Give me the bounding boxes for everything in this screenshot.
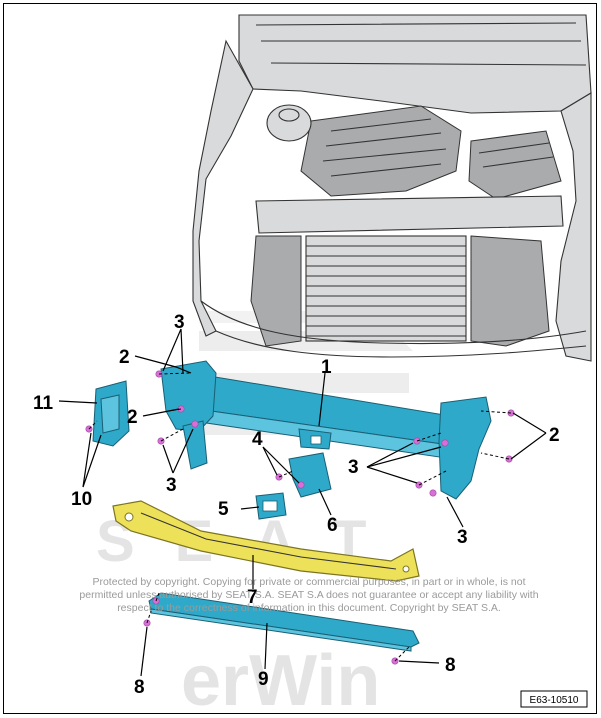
callout-6: 6	[327, 515, 338, 536]
callout-2: 2	[549, 425, 560, 446]
figure-id: E63-10510	[530, 695, 579, 706]
callout-labels: 1 2 2 2 3 3 3 3 4 5 6 7 8 8 9 10 11	[33, 312, 560, 698]
callout-3: 3	[348, 457, 359, 478]
callout-7: 7	[247, 587, 258, 608]
callout-4: 4	[252, 429, 263, 450]
carrier-left-leg	[182, 420, 208, 470]
callout-8: 8	[134, 677, 145, 698]
left-fender	[192, 39, 254, 337]
callout-8: 8	[445, 655, 456, 676]
impact-absorber-part	[112, 500, 420, 582]
callout-2: 2	[127, 407, 138, 428]
erwin-watermark: erWin	[181, 641, 380, 714]
copyright-line-3: respect to the correctness of informatio…	[117, 602, 501, 614]
copyright-line-1: Protected by copyright. Copying for priv…	[92, 576, 525, 588]
bolt	[297, 481, 305, 489]
retaining-clip-part	[255, 492, 287, 520]
bolt	[429, 489, 437, 497]
right-headlight-mount	[470, 235, 550, 347]
bumper-carrier-part	[160, 360, 492, 500]
engine-cover	[300, 105, 462, 197]
bolt	[441, 439, 449, 447]
callout-3: 3	[174, 312, 185, 333]
callout-3: 3	[166, 475, 177, 496]
callout-11: 11	[33, 393, 54, 414]
vehicle-front-illustration	[192, 14, 592, 362]
diagram-frame: SEAT erWin	[3, 3, 597, 714]
callout-10: 10	[71, 489, 92, 510]
callout-2: 2	[119, 347, 130, 368]
coolant-reservoir	[266, 104, 312, 142]
left-headlight-mount	[250, 235, 302, 347]
copyright-line-2: permitted unless authorised by SEAT S.A.…	[79, 589, 538, 601]
exploded-view-diagram: SEAT erWin	[33, 14, 592, 714]
figure-id-box: E63-10510	[520, 690, 588, 708]
leader-lines	[58, 328, 547, 677]
carrier-left-bracket	[160, 360, 217, 432]
lock-carrier	[255, 195, 564, 234]
battery-box	[468, 130, 562, 200]
callout-9: 9	[258, 669, 269, 690]
copyright-notice: Protected by copyright. Copying for priv…	[79, 576, 538, 614]
lower-spoiler-part	[148, 592, 420, 652]
callout-3: 3	[457, 527, 468, 548]
center-bracket-part	[288, 452, 332, 498]
callout-1: 1	[321, 357, 332, 378]
bolt	[191, 420, 199, 428]
right-fender	[555, 92, 592, 362]
callout-5: 5	[218, 499, 229, 520]
radiator	[305, 235, 467, 342]
side-bracket-left-part	[92, 380, 130, 447]
carrier-right-bracket	[438, 396, 492, 500]
